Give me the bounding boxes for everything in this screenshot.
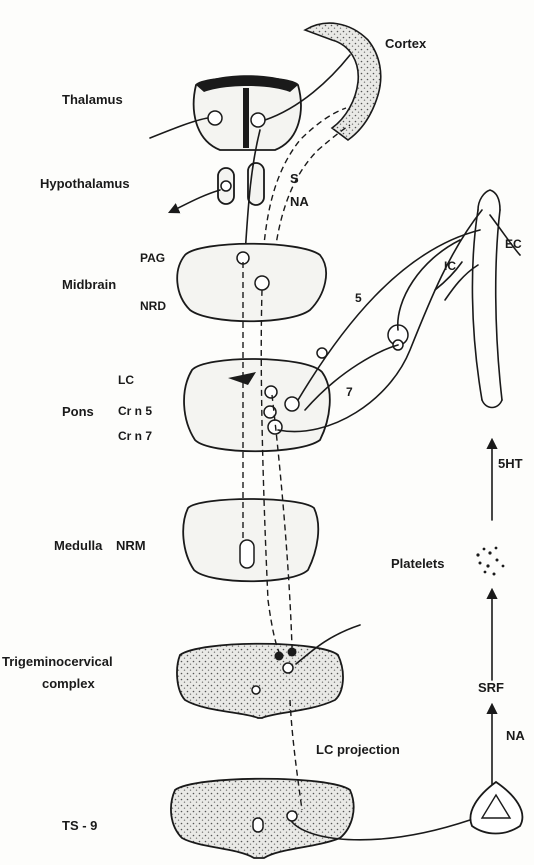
ts9-section bbox=[171, 779, 354, 858]
label-srf: SRF bbox=[478, 680, 504, 695]
midbrain-section bbox=[177, 244, 326, 322]
label-thalamus: Thalamus bbox=[62, 92, 123, 107]
vessel-tree bbox=[435, 190, 520, 408]
label-pons: Pons bbox=[62, 404, 94, 419]
label-nrd: NRD bbox=[140, 299, 166, 313]
trigeminocervical-section bbox=[177, 644, 343, 718]
label-lc: LC bbox=[118, 373, 134, 387]
label-na-lower: NA bbox=[506, 728, 525, 743]
label-ec: EC bbox=[505, 237, 522, 251]
label-s: S bbox=[290, 171, 299, 186]
cortex-strip bbox=[305, 23, 381, 140]
label-ts9: TS - 9 bbox=[62, 818, 97, 833]
label-crn7: Cr n 7 bbox=[118, 429, 152, 443]
ganglion-triangle bbox=[470, 782, 522, 834]
label-ic: IC bbox=[444, 259, 456, 273]
label-pag: PAG bbox=[140, 251, 165, 265]
medulla-section bbox=[183, 499, 318, 581]
label-midbrain: Midbrain bbox=[62, 277, 116, 292]
label-lc-projection: LC projection bbox=[316, 742, 400, 757]
label-trigeminocervical: Trigeminocervical bbox=[2, 654, 113, 669]
label-medulla: Medulla bbox=[54, 538, 103, 553]
label-nerve-5: 5 bbox=[355, 291, 362, 305]
label-na-upper: NA bbox=[290, 194, 309, 209]
label-nerve-7: 7 bbox=[346, 385, 353, 399]
hypothalamus-section bbox=[218, 163, 264, 205]
label-crn5: Cr n 5 bbox=[118, 404, 152, 418]
pons-section bbox=[184, 359, 330, 451]
label-cortex: Cortex bbox=[385, 36, 427, 51]
label-platelets: Platelets bbox=[391, 556, 444, 571]
label-nrm: NRM bbox=[116, 538, 146, 553]
label-complex: complex bbox=[42, 676, 96, 691]
label-hypothalamus: Hypothalamus bbox=[40, 176, 130, 191]
label-5ht: 5HT bbox=[498, 456, 523, 471]
thalamus-section bbox=[194, 75, 301, 150]
